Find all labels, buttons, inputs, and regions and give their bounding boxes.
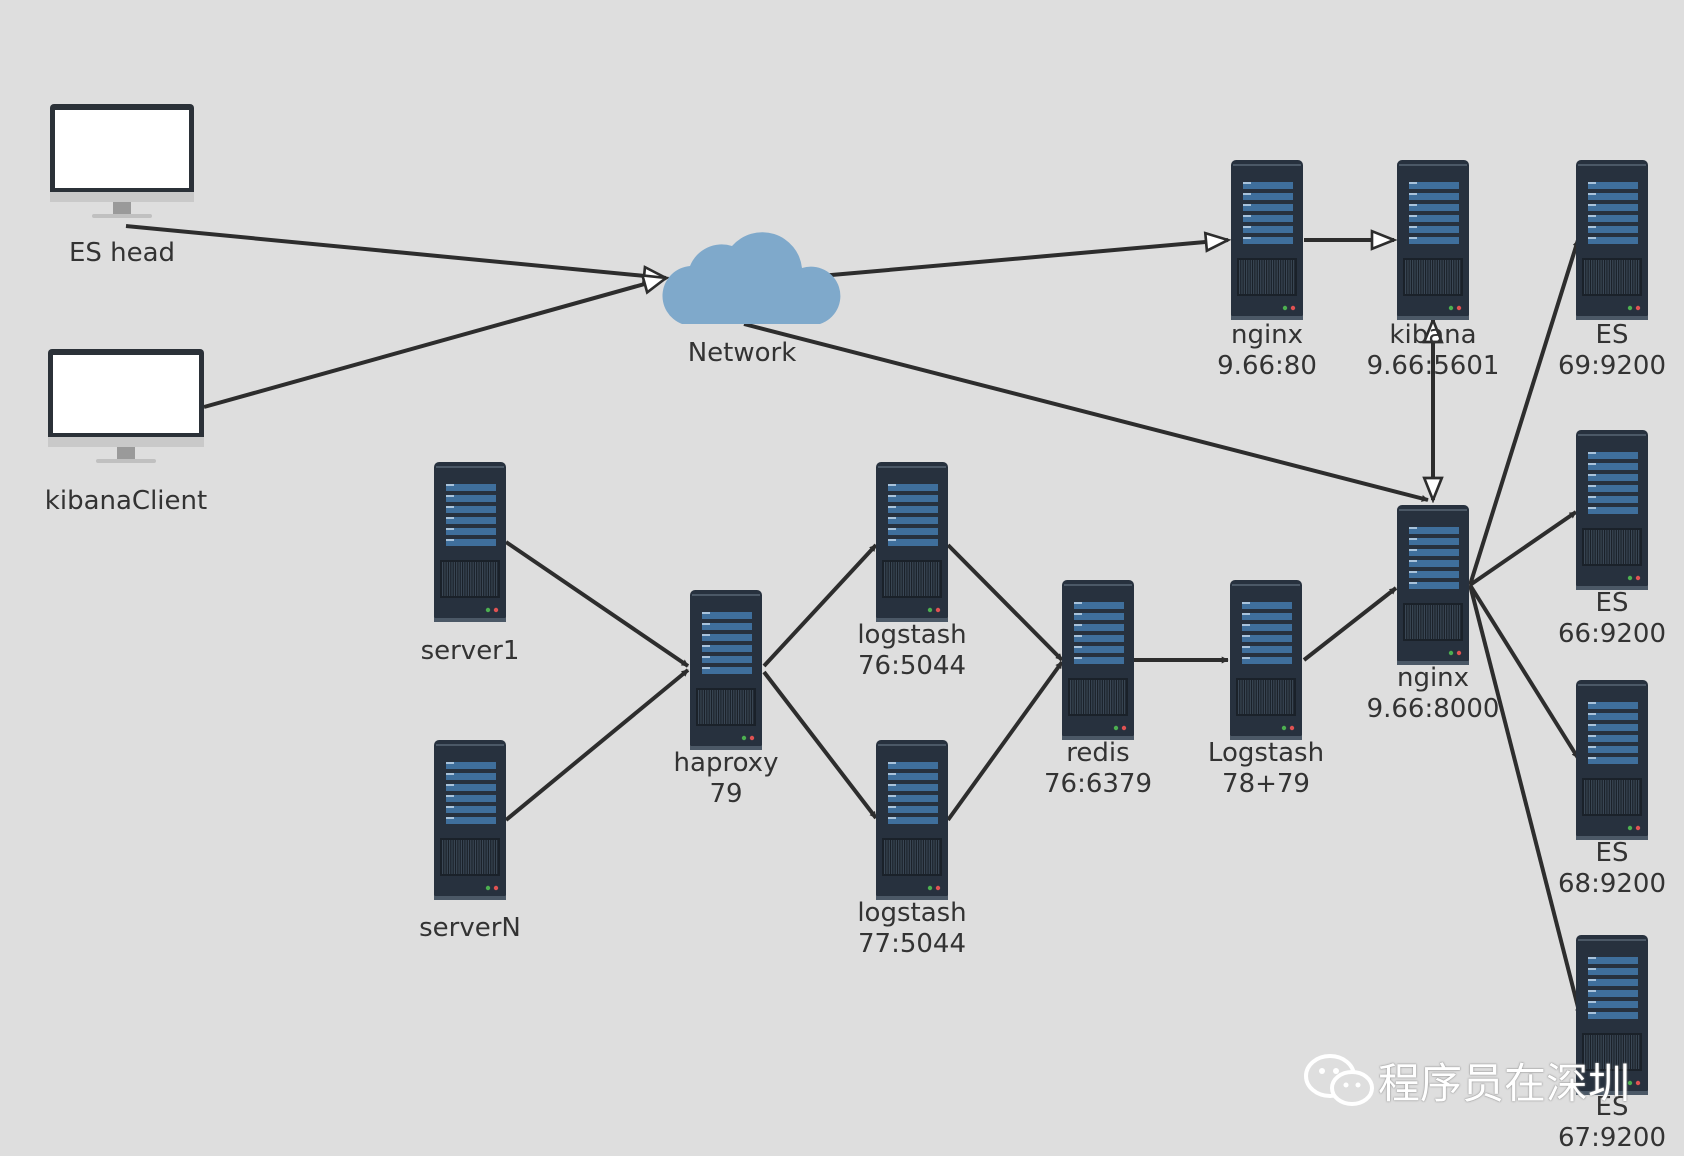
- wechat-icon: [1304, 1053, 1374, 1106]
- node-label-line: kibanaClient: [44, 486, 208, 516]
- edge-logstash_76-to-redis: [946, 543, 1064, 662]
- node-label-line: ES: [1595, 320, 1629, 350]
- node-label-line: 77:5044: [857, 929, 966, 959]
- edge-nginx_8000-to-es_66: [1468, 510, 1578, 587]
- node-logstash_77: [876, 740, 948, 900]
- node-label-server1: server1: [421, 636, 520, 667]
- node-label-line: 68:9200: [1557, 869, 1667, 899]
- edge-nginx_8000-to-es_68: [1468, 583, 1580, 760]
- nodes-layer: [48, 104, 1648, 1095]
- edge-nginx_8000-to-es_69: [1468, 239, 1580, 586]
- node-label-line: serverN: [419, 913, 521, 943]
- edge-haproxy-to-logstash_76: [762, 543, 878, 668]
- node-label-line: 76:5044: [857, 651, 966, 681]
- edge-network-to-nginx_80: [819, 240, 1228, 278]
- node-label-line: nginx: [1396, 663, 1470, 693]
- edge-haproxy-to-logstash_77: [762, 670, 878, 820]
- node-label-line: 9.66:5601: [1366, 351, 1500, 381]
- node-label-line: ES head: [68, 238, 176, 268]
- edge-kibana_client-to-network: [203, 278, 666, 409]
- node-redis: [1062, 580, 1134, 740]
- node-label-serverN: serverN: [419, 913, 521, 944]
- node-logstash_76: [876, 462, 948, 622]
- node-label-line: 9.66:8000: [1366, 694, 1500, 724]
- watermark-text: 程序员在深圳: [1378, 1059, 1631, 1108]
- node-server1: [434, 462, 506, 622]
- edge-nginx_8000-to-es_67: [1468, 584, 1582, 1016]
- node-es_69: [1576, 160, 1648, 320]
- node-label-network: Network: [688, 338, 797, 369]
- edge-serverN-to-haproxy: [504, 668, 690, 822]
- node-label-line: 76:6379: [1043, 769, 1153, 799]
- edge-server1-to-haproxy: [504, 540, 690, 668]
- node-es_68: [1576, 680, 1648, 840]
- node-label-line: 69:9200: [1557, 351, 1667, 381]
- node-label-line: kibana: [1389, 320, 1477, 350]
- node-haproxy: [690, 590, 762, 750]
- node-kibana: [1397, 160, 1469, 320]
- node-label-line: haproxy: [673, 748, 779, 778]
- node-label-kibana_client: kibanaClient: [45, 486, 207, 517]
- edge-network-to-nginx_8000: [743, 322, 1429, 502]
- node-label-line: nginx: [1230, 320, 1304, 350]
- node-label-line: 67:9200: [1557, 1123, 1667, 1153]
- node-label-line: Logstash: [1207, 738, 1325, 768]
- node-es_66: [1576, 430, 1648, 590]
- node-serverN: [434, 740, 506, 900]
- node-label-line: logstash: [857, 898, 967, 928]
- node-nginx_8000: [1397, 505, 1469, 665]
- node-label-line: logstash: [857, 620, 967, 650]
- node-label-line: server1: [420, 636, 520, 666]
- node-label-line: redis: [1066, 738, 1130, 768]
- node-label-line: 78+79: [1222, 769, 1310, 799]
- node-label-line: 79: [709, 779, 743, 809]
- edge-es_head-to-network: [125, 224, 666, 278]
- node-es_head: [50, 104, 194, 218]
- node-label-line: 66:9200: [1557, 619, 1667, 649]
- edges-layer: [125, 224, 1582, 1016]
- edge-logstash_77-to-redis: [946, 660, 1064, 822]
- node-logstash_78: [1230, 580, 1302, 740]
- node-label-line: 9.66:80: [1217, 351, 1317, 381]
- node-network: [662, 232, 841, 324]
- edge-logstash_78-to-nginx_8000: [1302, 586, 1398, 662]
- node-nginx_80: [1231, 160, 1303, 320]
- node-kibana_client: [48, 349, 204, 463]
- node-label-line: ES: [1595, 1092, 1629, 1122]
- node-label-line: ES: [1595, 588, 1629, 618]
- watermark: 程序员在深圳: [1302, 1050, 1630, 1111]
- node-label-line: ES: [1595, 838, 1629, 868]
- node-es_67: [1576, 935, 1648, 1095]
- node-label-es_head: ES head: [69, 238, 175, 269]
- node-label-line: Network: [687, 338, 797, 368]
